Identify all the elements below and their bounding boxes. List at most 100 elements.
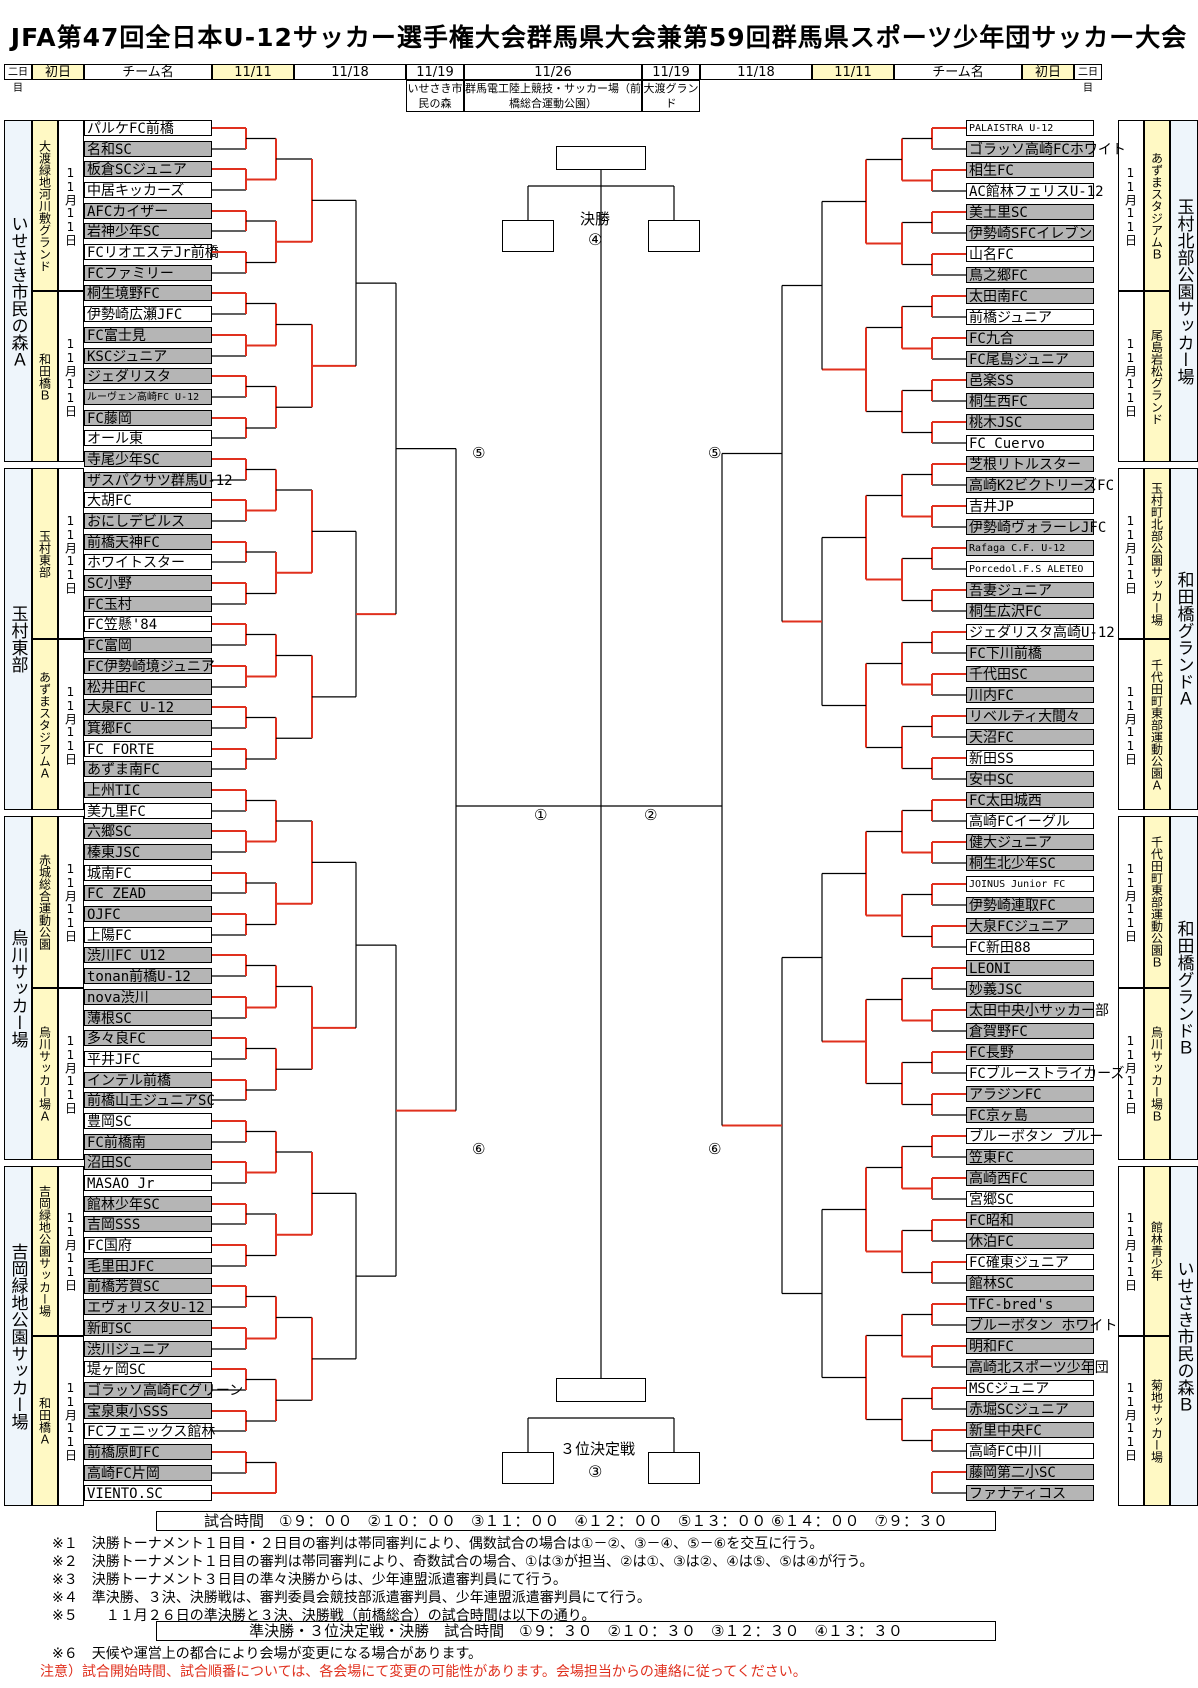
team-name: 倉賀野FC — [966, 1023, 1094, 1040]
venue-inner-right: 尾島岩松グランド — [1144, 291, 1170, 462]
venue-outer-left: 烏川サッカー場 — [4, 816, 32, 1160]
third-left-box — [502, 1452, 554, 1484]
team-name: オール東 — [84, 430, 212, 447]
team-name: 高崎FC中川 — [966, 1443, 1094, 1460]
semi-right-bottom: ⑥ — [708, 1140, 722, 1158]
team-name: 渋川FC U12 — [84, 947, 212, 964]
venue-date-right: 11月11日 — [1118, 468, 1144, 639]
final-match-number: ④ — [588, 230, 603, 249]
team-name: FC国府 — [84, 1237, 212, 1254]
team-name: 堤ヶ岡SC — [84, 1361, 212, 1378]
team-name: 千代田SC — [966, 666, 1094, 683]
venue-date-left: 11月11日 — [58, 1166, 84, 1336]
page-title: JFA第47回全日本U-12サッカー選手権大会群馬県大会兼第59回群馬県スポーツ… — [10, 23, 1188, 52]
venue-date-right: 11月11日 — [1118, 816, 1144, 988]
team-name: FC太田城西 — [966, 792, 1094, 809]
team-name: 岩神少年SC — [84, 223, 212, 240]
team-name: AC館林フェリスU-12 — [966, 183, 1104, 200]
team-name: 川内FC — [966, 687, 1094, 704]
team-name: 上州TIC — [84, 782, 212, 799]
team-name: ブルーボタン ホワイト — [966, 1317, 1117, 1334]
team-name: FCファミリー — [84, 265, 212, 282]
team-name: FC下川前橋 — [966, 645, 1094, 662]
header-cell: 二日目 — [4, 64, 32, 94]
venue-inner-left: 玉村東部 — [32, 468, 58, 639]
team-name: PALAISTRA U-12 — [966, 120, 1094, 136]
venue-inner-left: 烏川サッカー場Ａ — [32, 988, 58, 1160]
team-name: 桐生境野FC — [84, 285, 212, 302]
team-name: AFCカイザー — [84, 203, 212, 220]
team-name: 新町SC — [84, 1320, 212, 1337]
team-name: 大泉FC U-12 — [84, 699, 212, 716]
venue-date-left: 11月11日 — [58, 988, 84, 1160]
team-name: OJFC — [84, 906, 212, 923]
team-name: 宝泉東小SSS — [84, 1403, 212, 1420]
header-venue: 群馬電工陸上競技・サッカー場（前橋総合運動公園） — [464, 80, 642, 112]
team-name: 妙義JSC — [966, 981, 1094, 998]
header-cell: 初日 — [1022, 64, 1074, 80]
header-cell: 11/11 — [212, 64, 294, 80]
venue-inner-right: 菊地サッカー場 — [1144, 1336, 1170, 1506]
venue-outer-right: 和田橋グランドＡ — [1170, 468, 1198, 810]
team-name: 板倉SCジュニア — [84, 161, 212, 178]
team-name: 館林SC — [966, 1275, 1094, 1292]
team-name: TFC-bred's — [966, 1296, 1094, 1313]
venue-outer-right: 和田橋グランドＢ — [1170, 816, 1198, 1160]
team-name: ジェダリスタ高崎U-12 — [966, 624, 1115, 641]
team-name: ゴラッソ高崎FCホワイト — [966, 141, 1126, 158]
team-name: 六郷SC — [84, 823, 212, 840]
team-name: ザスパクサツ群馬U-12 — [84, 472, 233, 489]
header-cell: 11/18 — [294, 64, 406, 80]
team-name: アラジンFC — [966, 1086, 1094, 1103]
team-name: 沼田SC — [84, 1154, 212, 1171]
header-cell: 11/19 — [642, 64, 700, 80]
venue-inner-right: 館林青少年 — [1144, 1166, 1170, 1336]
venue-outer-left: いせさき市民の森Ａ — [4, 120, 32, 462]
center-match-2: ② — [644, 806, 658, 824]
header-cell: 11/11 — [812, 64, 894, 80]
team-name: 多々良FC — [84, 1030, 212, 1047]
venue-inner-left: 和田橋Ｂ — [32, 291, 58, 462]
team-name: 鳥之郷FC — [966, 267, 1094, 284]
team-name: 美九里FC — [84, 803, 212, 820]
team-name: 健大ジュニア — [966, 834, 1094, 851]
team-name: ゴラッソ高崎FCグリーン — [84, 1382, 243, 1399]
note-4: ※４ 準決勝、３決、決勝戦は、審判委員会競技部派遣審判員、少年連盟派遣審判員にて… — [52, 1590, 651, 1606]
header-venue: いせさき市民の森 — [406, 80, 464, 112]
caution-note: 注意）試合開始時間、試合順番については、各会場にて変更の可能性があります。会場担… — [40, 1664, 807, 1680]
team-name: MASAO Jr — [84, 1175, 212, 1192]
team-name: 前橋山王ジュニアSC — [84, 1092, 215, 1109]
team-name: おにしデビルス — [84, 513, 212, 530]
team-name: 榛東JSC — [84, 844, 212, 861]
header-cell: 11/19 — [406, 64, 464, 80]
team-name: 天沼FC — [966, 729, 1094, 746]
team-name: KSCジュニア — [84, 348, 212, 365]
team-name: 高崎北スポーツ少年団 — [966, 1359, 1109, 1376]
team-name: FC玉村 — [84, 596, 212, 613]
team-name: パルケFC前橋 — [84, 120, 212, 137]
note-1: ※１ 決勝トーナメント１日目・２日目の審判は帯同審判により、偶数試合の場合は①－… — [52, 1536, 824, 1552]
team-name: FC富士見 — [84, 327, 212, 344]
venue-inner-left: 赤城総合運動公園 — [32, 816, 58, 988]
team-name: 邑楽SS — [966, 372, 1094, 389]
semi-right-top: ⑤ — [708, 444, 722, 462]
venue-inner-left: 大渡緑地河川敷グランド — [32, 120, 58, 291]
third-place-label: ３位決定戦 — [560, 1440, 636, 1458]
team-name: 中居キッカーズ — [84, 182, 212, 199]
team-name: 前橋原町FC — [84, 1444, 212, 1461]
team-name: 赤堀SCジュニア — [966, 1401, 1094, 1418]
team-name: FC伊勢崎境ジュニア — [84, 658, 215, 675]
team-name: 藤岡第二小SC — [966, 1464, 1094, 1481]
team-name: インテル前橋 — [84, 1072, 212, 1089]
team-name: 太田南FC — [966, 288, 1094, 305]
final-label: 決勝 — [580, 210, 611, 228]
team-name: 桃木JSC — [966, 414, 1094, 431]
team-name: ブルーボタン ブルー — [966, 1128, 1103, 1145]
team-name: 伊勢崎SFCイレブン — [966, 225, 1094, 242]
team-name: 山名FC — [966, 246, 1094, 263]
venue-outer-left: 吉岡緑地公園サッカー場 — [4, 1166, 32, 1506]
third-right-box — [648, 1452, 700, 1484]
venue-date-left: 11月11日 — [58, 120, 84, 291]
header-cell: チーム名 — [84, 64, 212, 80]
